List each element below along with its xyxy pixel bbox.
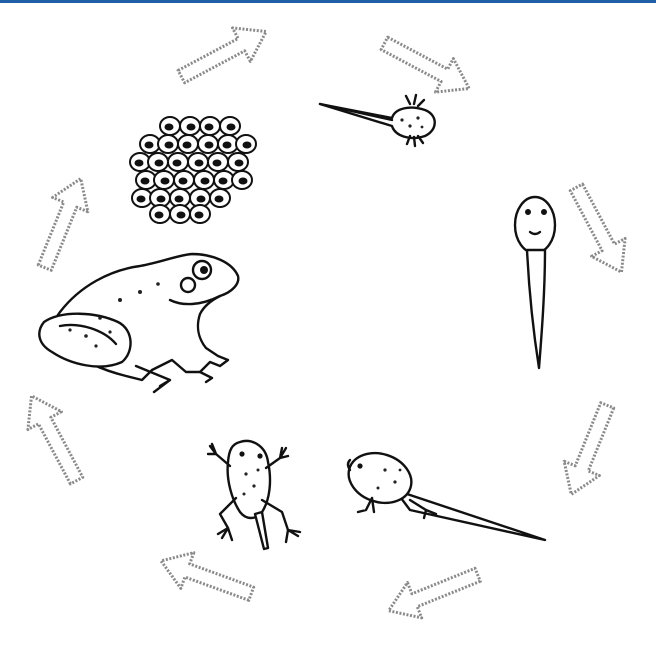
egg-embryo [187, 124, 196, 131]
arrow-tadpole-right-upper [560, 178, 639, 281]
arrow-tadpole-right-lower [554, 398, 625, 501]
egg-embryo [197, 196, 206, 203]
egg-embryo [239, 178, 248, 185]
froglet-illustration [208, 441, 300, 549]
tadpole-illustration [515, 197, 555, 368]
egg-embryo [205, 142, 214, 149]
arrow-tadpole-to-froglet [382, 557, 485, 628]
hatchling-illustration [320, 95, 435, 146]
egg-embryo [195, 212, 204, 219]
frog-eggs-illustration [130, 117, 256, 223]
tadpole-with-legs-illustration [342, 445, 545, 540]
egg-embryo [135, 160, 144, 167]
egg-embryo [165, 124, 174, 131]
frog-life-cycle-diagram [0, 3, 656, 656]
egg-embryo [205, 124, 214, 131]
arrow-frog-to-eggs [27, 172, 98, 275]
egg-embryo [179, 178, 188, 185]
egg-embryo [161, 178, 170, 185]
egg-embryo [145, 142, 154, 149]
egg-embryo [243, 142, 252, 149]
egg-embryo [223, 142, 232, 149]
egg-embryo [175, 196, 184, 203]
egg-embryo [157, 196, 166, 203]
egg-embryo [141, 178, 150, 185]
egg-embryo [213, 160, 222, 167]
egg-embryo [235, 160, 244, 167]
egg-embryo [201, 178, 210, 185]
arrow-frog-left-lower [15, 387, 94, 490]
adult-frog-illustration [39, 254, 238, 392]
egg-embryo [165, 142, 174, 149]
egg-embryo [215, 196, 224, 203]
arrow-hatchling-to-tadpole [375, 27, 478, 106]
egg-embryo [155, 212, 164, 219]
egg-embryo [183, 142, 192, 149]
arrow-eggs-to-hatchling [172, 15, 275, 94]
egg-embryo [155, 160, 164, 167]
arrow-froglet-to-frog [155, 543, 258, 612]
egg-embryo [227, 124, 236, 131]
egg-embryo [137, 196, 146, 203]
egg-embryo [177, 212, 186, 219]
egg-embryo [195, 160, 204, 167]
egg-embryo [173, 160, 182, 167]
egg-embryo [219, 178, 228, 185]
life-cycle-svg [0, 3, 656, 656]
